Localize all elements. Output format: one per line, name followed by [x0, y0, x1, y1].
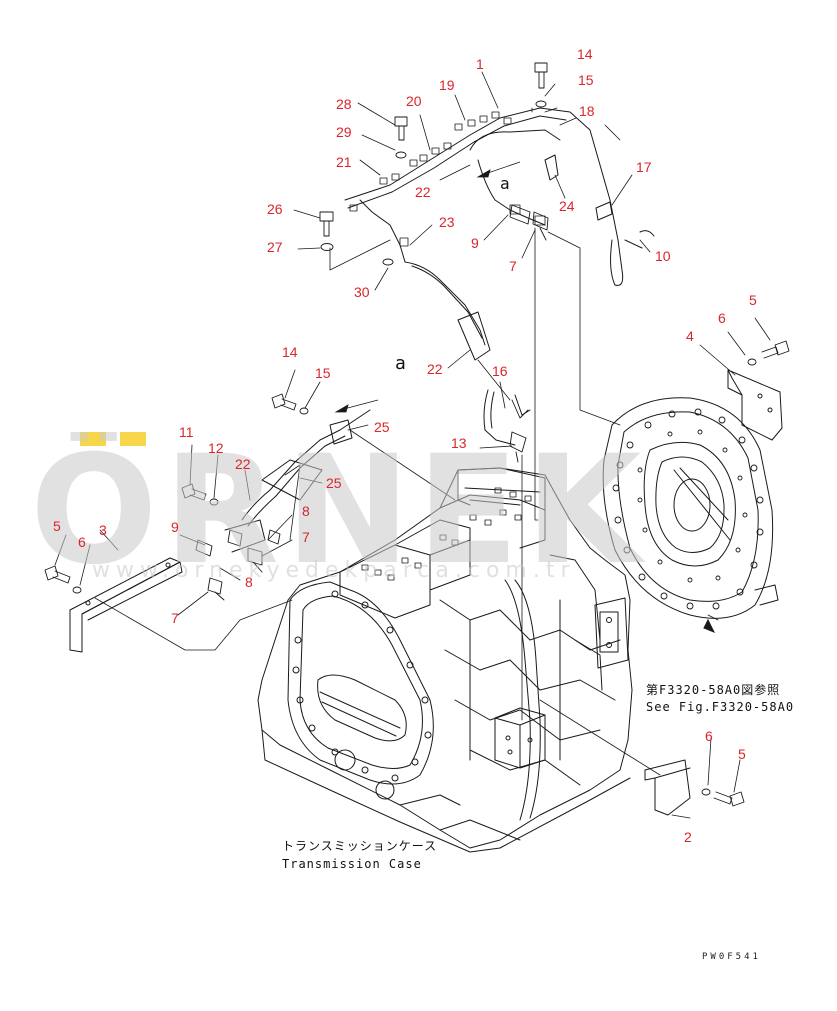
callout-22: 22: [427, 361, 443, 377]
section-marker-a: a: [395, 353, 407, 374]
callout-7: 7: [509, 258, 517, 274]
callout-8: 8: [245, 574, 253, 590]
reference-note-jp: 第F3320-58A0図参照: [646, 683, 781, 697]
callout-25: 25: [326, 475, 342, 491]
bracket-2: [644, 759, 691, 816]
callout-29: 29: [336, 124, 352, 140]
bracket-4: [727, 369, 783, 441]
callout-7: 7: [171, 610, 179, 626]
callout-28: 28: [336, 96, 352, 112]
callout-15: 15: [315, 365, 331, 381]
callout-26: 26: [267, 201, 283, 217]
callout-14: 14: [577, 46, 593, 62]
case-label-en: Transmission Case: [282, 857, 422, 871]
callout-12: 12: [208, 440, 224, 456]
case-label-jp: トランスミッションケース: [282, 839, 438, 853]
callout-27: 27: [267, 239, 283, 255]
callout-18: 18: [579, 103, 595, 119]
callout-1: 1: [476, 56, 484, 72]
callout-13: 13: [451, 435, 467, 451]
callout-30: 30: [354, 284, 370, 300]
wiring-harness-upper: [344, 107, 655, 361]
callout-16: 16: [492, 363, 508, 379]
section-marker-a: a: [500, 174, 511, 193]
callout-25: 25: [374, 419, 390, 435]
callout-5: 5: [738, 746, 746, 762]
callout-6: 6: [718, 310, 726, 326]
drawing-code: PW0F541: [702, 952, 761, 962]
callout-23: 23: [439, 214, 455, 230]
callout-14: 14: [282, 344, 298, 360]
callout-22: 22: [415, 184, 431, 200]
callout-24: 24: [559, 198, 575, 214]
wiring-harness-lower: [224, 389, 531, 553]
bracket-3: [69, 557, 183, 653]
callout-11: 11: [179, 424, 194, 440]
callout-6: 6: [705, 728, 713, 744]
flange-plate: [602, 397, 779, 619]
callout-20: 20: [406, 93, 422, 109]
callout-10: 10: [655, 248, 671, 264]
watermark-url: www.ornekyedekparca.com.tr: [92, 558, 576, 583]
callout-5: 5: [749, 292, 757, 308]
callout-2: 2: [684, 829, 692, 845]
callout-7: 7: [302, 529, 310, 545]
reference-arrow: [703, 618, 716, 633]
callout-5: 5: [53, 518, 61, 534]
callout-4: 4: [686, 328, 694, 344]
callout-8: 8: [302, 503, 310, 519]
callout-6: 6: [78, 534, 86, 550]
callout-17: 17: [636, 159, 652, 175]
leader-lines: [54, 71, 771, 819]
callout-15: 15: [578, 72, 594, 88]
callout-9: 9: [471, 235, 479, 251]
transmission-case: [257, 467, 633, 853]
reference-note-en: See Fig.F3320-58A0: [646, 700, 795, 714]
callout-9: 9: [171, 519, 179, 535]
section-a-arrows: [334, 161, 521, 413]
callout-3: 3: [99, 522, 107, 538]
callout-22: 22: [235, 456, 251, 472]
callout-19: 19: [439, 77, 455, 93]
bolts-and-washers: [44, 62, 790, 807]
callout-21: 21: [336, 154, 352, 170]
